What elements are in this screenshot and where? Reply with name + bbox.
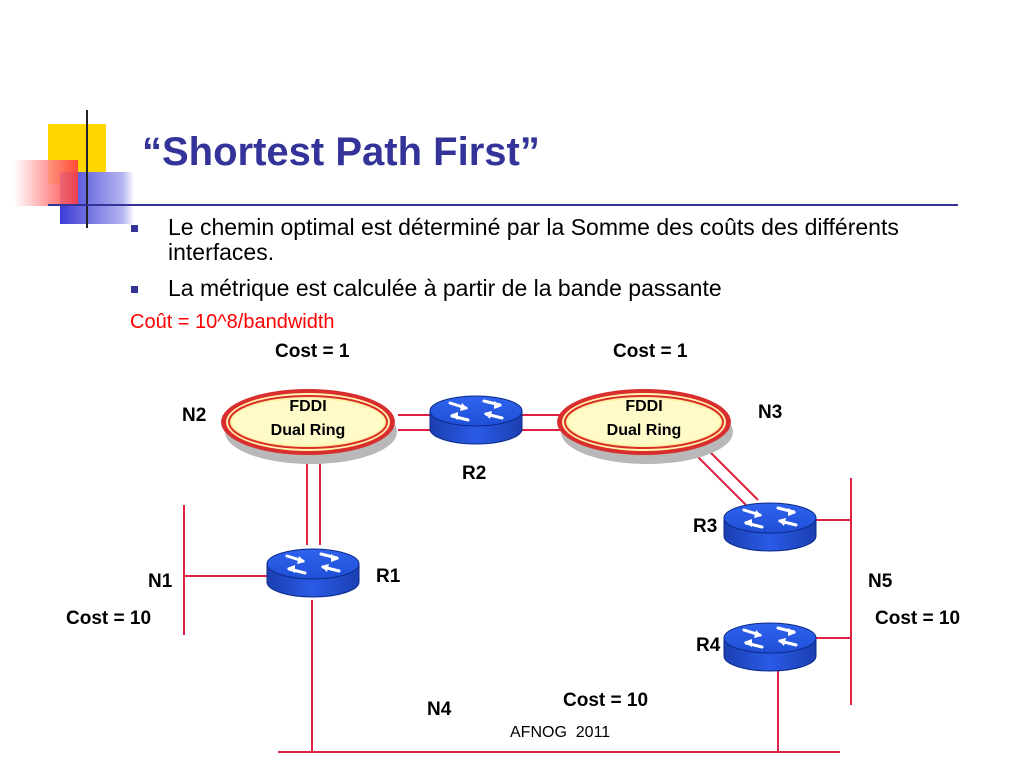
bullet-text: Le chemin optimal est déterminé par la S… xyxy=(168,214,899,265)
link-n2-r1 xyxy=(306,457,321,545)
network-n1-cost-label: Cost = 10 xyxy=(66,608,151,629)
bullet-list: Le chemin optimal est déterminé par la S… xyxy=(128,215,968,312)
slide-title: “Shortest Path First” xyxy=(142,130,540,174)
network-n5-label: N5 xyxy=(868,571,893,592)
footer-text: AFNOG 2011 xyxy=(510,724,611,741)
ring-n2-cost-label: Cost = 1 xyxy=(275,341,350,362)
link-r2-n3 xyxy=(520,414,560,431)
network-n3-label: N3 xyxy=(758,402,782,423)
router-r1-label: R1 xyxy=(376,566,401,587)
router-r4-icon xyxy=(722,621,818,673)
network-n2-label: N2 xyxy=(182,405,206,426)
fddi-ring-n3: FDDI Dual Ring xyxy=(557,389,733,464)
title-underline xyxy=(48,204,958,206)
ring-n3-line2: Dual Ring xyxy=(607,422,682,439)
router-r4-label: R4 xyxy=(696,635,721,656)
ring-n3-line1: FDDI xyxy=(625,398,662,415)
router-r3-icon xyxy=(722,501,818,553)
network-n1-label: N1 xyxy=(148,571,173,592)
router-r3-label: R3 xyxy=(693,516,717,537)
bullet-item: La métrique est calculée à partir de la … xyxy=(128,276,968,301)
bullet-item: Le chemin optimal est déterminé par la S… xyxy=(128,215,968,265)
square-bullet-icon xyxy=(131,286,138,293)
network-n5-cost-label: Cost = 10 xyxy=(875,608,960,629)
network-n4-label: N4 xyxy=(427,699,452,720)
fddi-ring-n2: FDDI Dual Ring xyxy=(221,389,397,464)
router-r1-icon xyxy=(265,547,361,599)
network-n4-cost-label: Cost = 10 xyxy=(563,690,648,711)
link-n2-r2 xyxy=(398,414,432,431)
bullet-text: La métrique est calculée à partir de la … xyxy=(168,275,722,301)
ring-n2-line2: Dual Ring xyxy=(271,422,346,439)
router-r2-label: R2 xyxy=(462,463,486,484)
ring-n3-cost-label: Cost = 1 xyxy=(613,341,688,362)
square-bullet-icon xyxy=(131,225,138,232)
link-n3-r3 xyxy=(695,449,759,506)
ring-n2-line1: FDDI xyxy=(289,398,326,415)
router-r2-icon xyxy=(428,394,524,446)
decor-vertical-line xyxy=(86,110,88,228)
cost-formula: Coût = 10^8/bandwidth xyxy=(130,311,335,333)
decor-red-square xyxy=(14,160,78,206)
